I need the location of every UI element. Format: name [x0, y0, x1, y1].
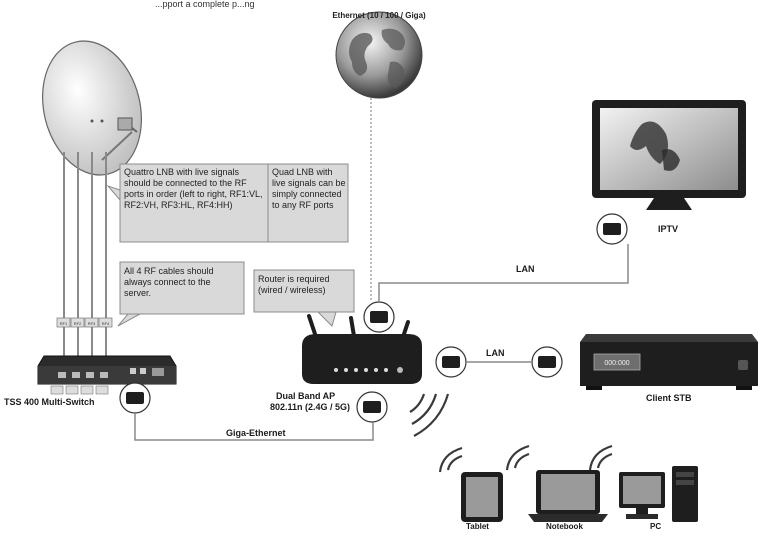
iptv-label: IPTV	[658, 224, 679, 234]
lan-port-icon-switch	[119, 382, 151, 414]
giga-ethernet-label: Giga-Ethernet	[226, 428, 286, 438]
iptv-tv-device	[592, 100, 746, 210]
lan-label-mid: LAN	[486, 348, 505, 358]
rf-tag-2: RF2	[74, 321, 82, 326]
lan-port-icon-router-top	[363, 301, 395, 333]
pc-device	[619, 466, 698, 522]
stb-label: Client STB	[646, 393, 692, 403]
link-lines	[134, 244, 629, 441]
rf-cables-callout	[117, 261, 245, 327]
lan-port-icon-stb	[531, 346, 563, 378]
globe-icon	[335, 11, 423, 99]
rf-cables-callout-text: All 4 RF cables should always connect to…	[124, 266, 214, 298]
rf-tag-4: RF4	[102, 321, 110, 326]
wifi-waves-icon	[409, 393, 450, 437]
rf-tag-3: RF3	[88, 321, 96, 326]
client-wifi-icons	[438, 444, 613, 473]
quad-callout	[267, 163, 349, 243]
tablet-label: Tablet	[466, 522, 489, 531]
client-stb-device	[580, 334, 758, 390]
rf-cables	[63, 152, 107, 360]
router-label-line1: Dual Band AP	[276, 391, 336, 401]
router-callout	[253, 269, 355, 327]
lan-port-icon-iptv	[596, 213, 628, 245]
top-cut-text: ...pport a complete p...ng	[155, 0, 255, 9]
lan-port-icon-router-right	[435, 346, 467, 378]
globe-label: Ethernet (10 / 100 / Giga)	[332, 11, 426, 20]
satellite-dish-icon	[42, 40, 142, 176]
stb-display-text: 000:000	[604, 360, 629, 367]
router-callout-text: Router is required (wired / wireless)	[258, 274, 330, 295]
tablet-device	[461, 472, 503, 522]
lan-port-icon-router-bottom	[356, 391, 388, 423]
rf-tag-1: RF1	[60, 321, 68, 326]
multi-switch-device	[37, 355, 177, 395]
quattro-callout-text: Quattro LNB with live signals should be …	[124, 167, 263, 210]
quad-callout-text: Quad LNB with live signals can be simply…	[272, 167, 346, 210]
switch-label: TSS 400 Multi-Switch	[4, 397, 95, 407]
notebook-label: Notebook	[546, 522, 583, 531]
notebook-device	[528, 470, 608, 522]
pc-label: PC	[650, 522, 662, 531]
rf-port-tags: RF1 RF2 RF3 RF4	[56, 317, 113, 328]
router-label-line2: 802.11n (2.4G / 5G)	[270, 402, 351, 412]
router-device	[302, 314, 422, 384]
lan-label-top: LAN	[516, 264, 535, 274]
